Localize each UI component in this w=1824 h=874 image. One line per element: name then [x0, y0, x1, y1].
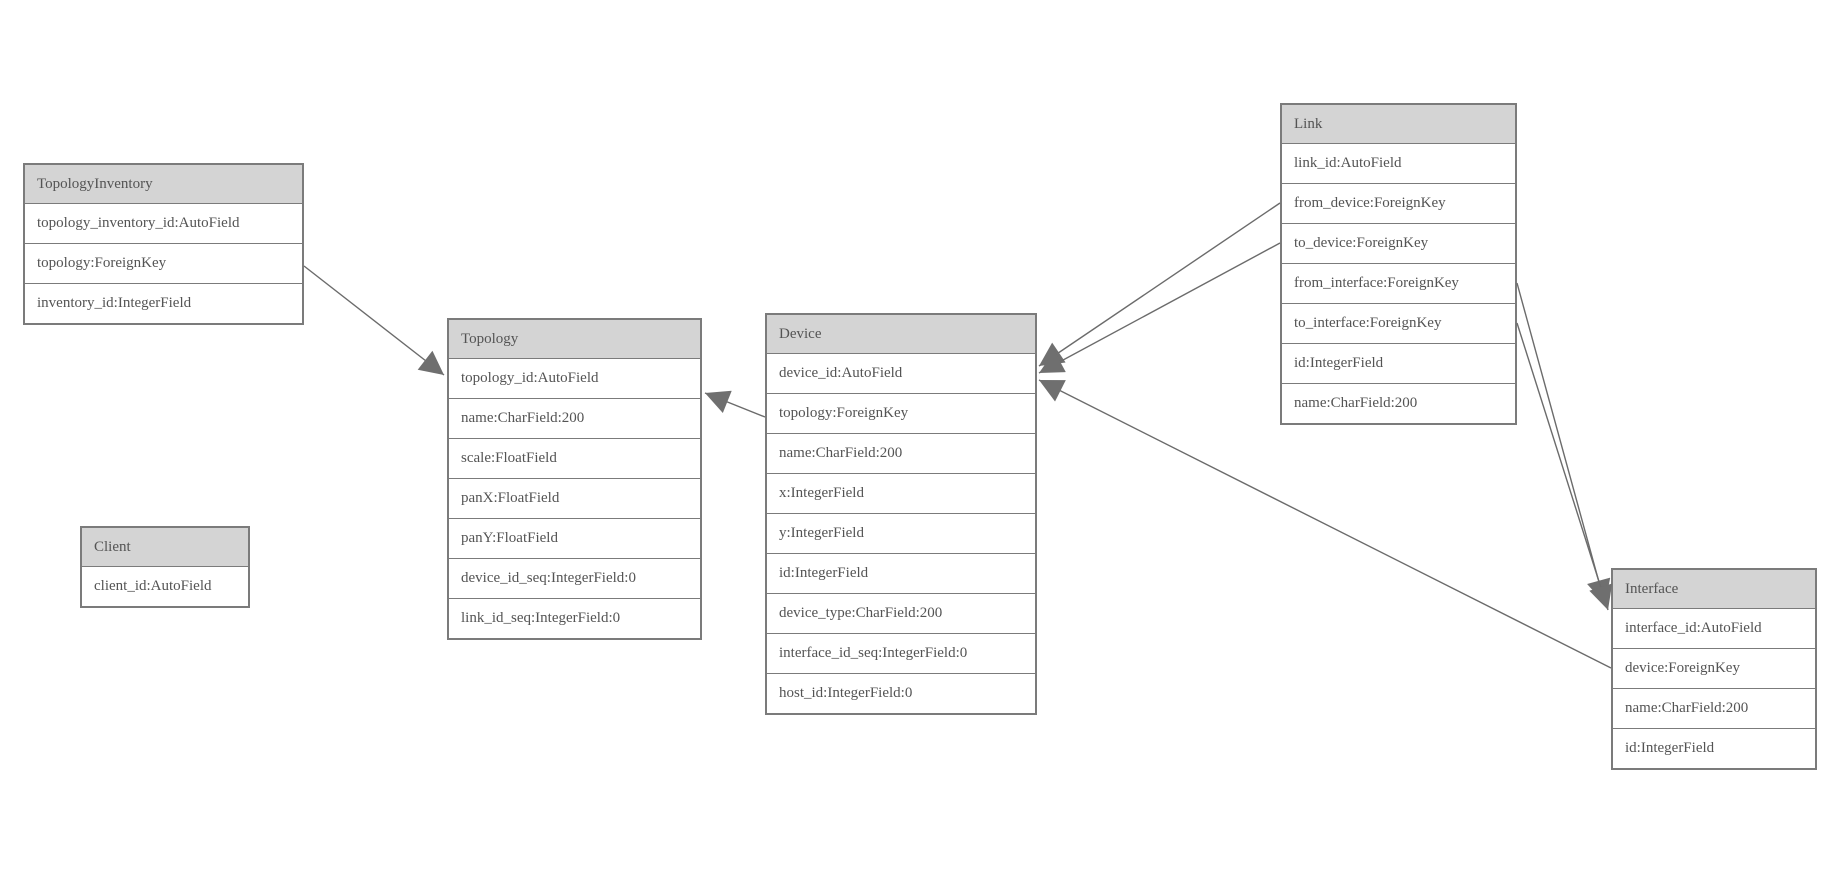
table-title: Client: [82, 528, 248, 566]
table-title: TopologyInventory: [25, 165, 302, 203]
table-title: Link: [1282, 105, 1515, 143]
field-row: id:IntegerField: [767, 553, 1035, 593]
field-row: panX:FloatField: [449, 478, 700, 518]
field-row: panY:FloatField: [449, 518, 700, 558]
relation-edge-link-from_device: [1038, 202, 1281, 367]
field-row: device_id:AutoField: [767, 353, 1035, 393]
field-row: topology:ForeignKey: [767, 393, 1035, 433]
field-row: to_interface:ForeignKey: [1282, 303, 1515, 343]
table-title: Device: [767, 315, 1035, 353]
field-row: name:CharField:200: [1282, 383, 1515, 423]
field-row: topology:ForeignKey: [25, 243, 302, 283]
field-row: device:ForeignKey: [1613, 648, 1815, 688]
field-row: device_id_seq:IntegerField:0: [449, 558, 700, 598]
table-title: Topology: [449, 320, 700, 358]
field-row: device_type:CharField:200: [767, 593, 1035, 633]
field-row: inventory_id:IntegerField: [25, 283, 302, 323]
field-row: from_interface:ForeignKey: [1282, 263, 1515, 303]
relation-edge-topologyinventory-topology: [303, 265, 445, 376]
field-row: link_id_seq:IntegerField:0: [449, 598, 700, 638]
field-row: topology_id:AutoField: [449, 358, 700, 398]
field-row: x:IntegerField: [767, 473, 1035, 513]
field-row: y:IntegerField: [767, 513, 1035, 553]
field-row: id:IntegerField: [1613, 728, 1815, 768]
field-row: name:CharField:200: [449, 398, 700, 438]
field-row: id:IntegerField: [1282, 343, 1515, 383]
field-row: link_id:AutoField: [1282, 143, 1515, 183]
field-row: interface_id:AutoField: [1613, 608, 1815, 648]
relation-edge-link-to_device: [1038, 242, 1281, 374]
field-row: name:CharField:200: [1613, 688, 1815, 728]
field-row: scale:FloatField: [449, 438, 700, 478]
field-row: interface_id_seq:IntegerField:0: [767, 633, 1035, 673]
field-row: client_id:AutoField: [82, 566, 248, 606]
table-title: Interface: [1613, 570, 1815, 608]
relation-edge-link-from_interface: [1516, 282, 1611, 605]
field-row: host_id:IntegerField:0: [767, 673, 1035, 713]
field-row: topology_inventory_id:AutoField: [25, 203, 302, 243]
field-row: from_device:ForeignKey: [1282, 183, 1515, 223]
relation-edge-link-to_interface: [1516, 322, 1613, 611]
relation-edge-device-topology: [704, 390, 766, 418]
field-row: name:CharField:200: [767, 433, 1035, 473]
field-row: to_device:ForeignKey: [1282, 223, 1515, 263]
